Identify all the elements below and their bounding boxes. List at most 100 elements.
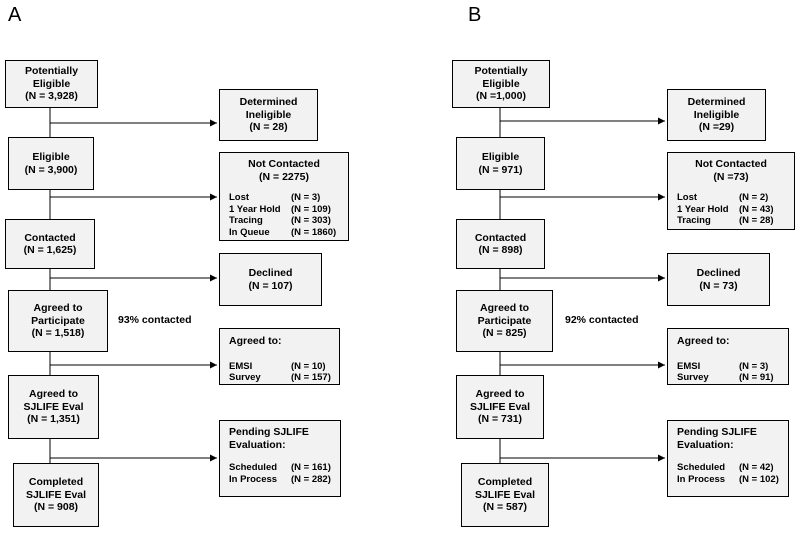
- a-agreed-to-row: EMSI (N = 10): [229, 361, 339, 373]
- row-value: (N = 102): [739, 473, 779, 485]
- b-not-contacted-row: 1 Year Hold (N = 43): [677, 204, 794, 216]
- a-agreed-participate-count: (N = 1,518): [31, 327, 85, 340]
- a-completed-count: (N = 908): [33, 501, 79, 514]
- b-agreed-participate-box: Agreed to Participate (N = 825): [456, 290, 553, 352]
- b-agreed-to-row: Survey (N = 91): [677, 372, 788, 384]
- row-value: (N = 3): [291, 192, 321, 203]
- row-label: Survey: [229, 372, 261, 383]
- a-not-contacted-row: Lost (N = 3): [229, 192, 348, 204]
- row-label: In Process: [677, 473, 726, 485]
- row-label: 1 Year Hold: [229, 203, 281, 215]
- a-not-contacted-box: Not Contacted (N = 2275) Lost(N = 3) 1 Y…: [219, 152, 349, 241]
- b-contacted-box: Contacted (N = 898): [456, 219, 545, 269]
- row-value: (N = 161): [291, 462, 331, 473]
- row-label: In Process: [229, 473, 278, 485]
- a-determined-ineligible-label-2: Ineligible: [245, 108, 292, 121]
- a-agreed-participate-label-1: Agreed to: [33, 302, 83, 315]
- row-value: (N = 282): [291, 473, 331, 485]
- a-potentially-eligible-count: (N = 3,928): [25, 90, 78, 103]
- b-agreed-sjlife-label-1: Agreed to: [475, 388, 525, 401]
- b-agreed-participate-label-2: Participate: [477, 314, 532, 327]
- row-label: EMSI: [677, 360, 701, 372]
- a-declined-label: Declined: [248, 267, 293, 279]
- b-agreed-to-box: Agreed to: EMSI (N = 3) Survey (N = 91): [667, 328, 789, 385]
- b-agreed-sjlife-count: (N = 731): [477, 413, 523, 426]
- b-not-contacted-title: Not Contacted: [695, 158, 767, 170]
- a-percent-contacted: 93% contacted: [118, 314, 192, 326]
- b-pending-row: Scheduled(N = 42): [677, 462, 788, 474]
- b-determined-ineligible-count: (N =29): [698, 121, 735, 134]
- row-value: (N = 10): [291, 360, 326, 372]
- b-eligible-count: (N = 971): [478, 163, 523, 176]
- row-label: Scheduled: [677, 462, 726, 473]
- row-value: (N = 1860): [291, 226, 337, 238]
- b-completed-count: (N = 587): [482, 501, 528, 514]
- panel-b-letter: B: [468, 4, 482, 26]
- b-eligible-label: Eligible: [481, 151, 520, 163]
- a-determined-ineligible-label-1: Determined: [239, 96, 298, 109]
- a-contacted-count: (N = 1,625): [23, 244, 77, 256]
- a-completed-label-2: SJLIFE Eval: [25, 488, 87, 501]
- b-agreed-participate-count: (N = 825): [482, 327, 527, 340]
- b-agreed-sjlife-box: Agreed to SJLIFE Eval (N = 731): [456, 375, 544, 439]
- b-agreed-participate-label-1: Agreed to: [479, 302, 529, 315]
- a-agreed-sjlife-box: Agreed to SJLIFE Eval (N = 1,351): [8, 375, 99, 439]
- b-pending-row: In Process (N = 102): [677, 474, 788, 486]
- a-eligible-count: (N = 3,900): [24, 163, 78, 176]
- b-pending-title-1: Pending SJLIFE: [677, 426, 757, 438]
- b-determined-ineligible-label-2: Ineligible: [693, 108, 740, 121]
- row-label: Tracing: [229, 215, 263, 226]
- row-value: (N = 157): [291, 372, 331, 383]
- row-label: EMSI: [229, 360, 253, 372]
- a-contacted-box: Contacted (N = 1,625): [5, 219, 95, 269]
- a-pending-title-1: Pending SJLIFE: [229, 426, 309, 438]
- a-agreed-sjlife-label-1: Agreed to: [28, 388, 78, 401]
- a-pending-row: In Process (N = 282): [229, 474, 340, 486]
- b-potentially-eligible-box: Potentially Eligible (N =1,000): [452, 60, 550, 108]
- a-agreed-to-row: Survey (N = 157): [229, 372, 339, 384]
- a-pending-row: Scheduled (N = 161): [229, 462, 340, 474]
- b-declined-box: Declined (N = 73): [667, 253, 770, 306]
- row-value: (N = 303): [291, 215, 331, 226]
- row-value: (N = 91): [739, 372, 774, 383]
- b-not-contacted-row: Lost(N = 2): [677, 192, 794, 204]
- a-agreed-participate-label-2: Participate: [31, 314, 85, 327]
- b-agreed-to-title: Agreed to:: [677, 335, 730, 347]
- b-not-contacted-row: Tracing (N = 28): [677, 215, 794, 227]
- b-completed-label-2: SJLIFE Eval: [474, 488, 536, 501]
- a-agreed-to-title: Agreed to:: [229, 335, 282, 347]
- a-completed-label-1: Completed: [28, 476, 84, 489]
- a-not-contacted-row: Tracing (N = 303): [229, 215, 348, 227]
- a-agreed-sjlife-label-2: SJLIFE Eval: [23, 400, 84, 413]
- row-label: In Queue: [229, 226, 270, 238]
- a-completed-box: Completed SJLIFE Eval (N = 908): [13, 463, 99, 527]
- a-pending-title-2: Evaluation:: [229, 438, 286, 451]
- row-value: (N = 43): [739, 203, 774, 215]
- row-label: Tracing: [677, 215, 711, 226]
- row-label: Survey: [677, 372, 709, 383]
- a-potentially-eligible-box: Potentially Eligible (N = 3,928): [5, 60, 98, 108]
- b-determined-ineligible-label-1: Determined: [687, 96, 746, 109]
- b-contacted-count: (N = 898): [478, 244, 523, 256]
- a-agreed-to-box: Agreed to: EMSI (N = 10) Survey (N = 157): [219, 328, 340, 385]
- a-not-contacted-row: 1 Year Hold(N = 109): [229, 204, 348, 216]
- row-label: Lost: [677, 192, 698, 203]
- panel-a-letter: A: [8, 4, 22, 26]
- b-eligible-box: Eligible (N = 971): [456, 137, 545, 190]
- a-eligible-box: Eligible (N = 3,900): [8, 137, 94, 190]
- row-value: (N = 3): [739, 360, 769, 372]
- a-determined-ineligible-box: Determined Ineligible (N = 28): [219, 89, 318, 141]
- a-potentially-eligible-label-2: Eligible: [32, 77, 71, 90]
- b-percent-contacted: 92% contacted: [565, 314, 639, 326]
- row-label: Scheduled: [229, 462, 278, 473]
- b-potentially-eligible-label-2: Eligible: [482, 77, 520, 90]
- row-label: Lost: [229, 192, 250, 203]
- b-determined-ineligible-box: Determined Ineligible (N =29): [667, 89, 766, 141]
- b-contacted-label: Contacted: [474, 231, 527, 244]
- a-pending-box: Pending SJLIFE Evaluation: Scheduled (N =…: [219, 420, 341, 497]
- row-label: 1 Year Hold: [677, 203, 729, 215]
- a-potentially-eligible-label-1: Potentially: [24, 65, 79, 78]
- row-value: (N = 28): [739, 215, 774, 226]
- b-not-contacted-box: Not Contacted (N =73) Lost(N = 2) 1 Year…: [667, 152, 795, 230]
